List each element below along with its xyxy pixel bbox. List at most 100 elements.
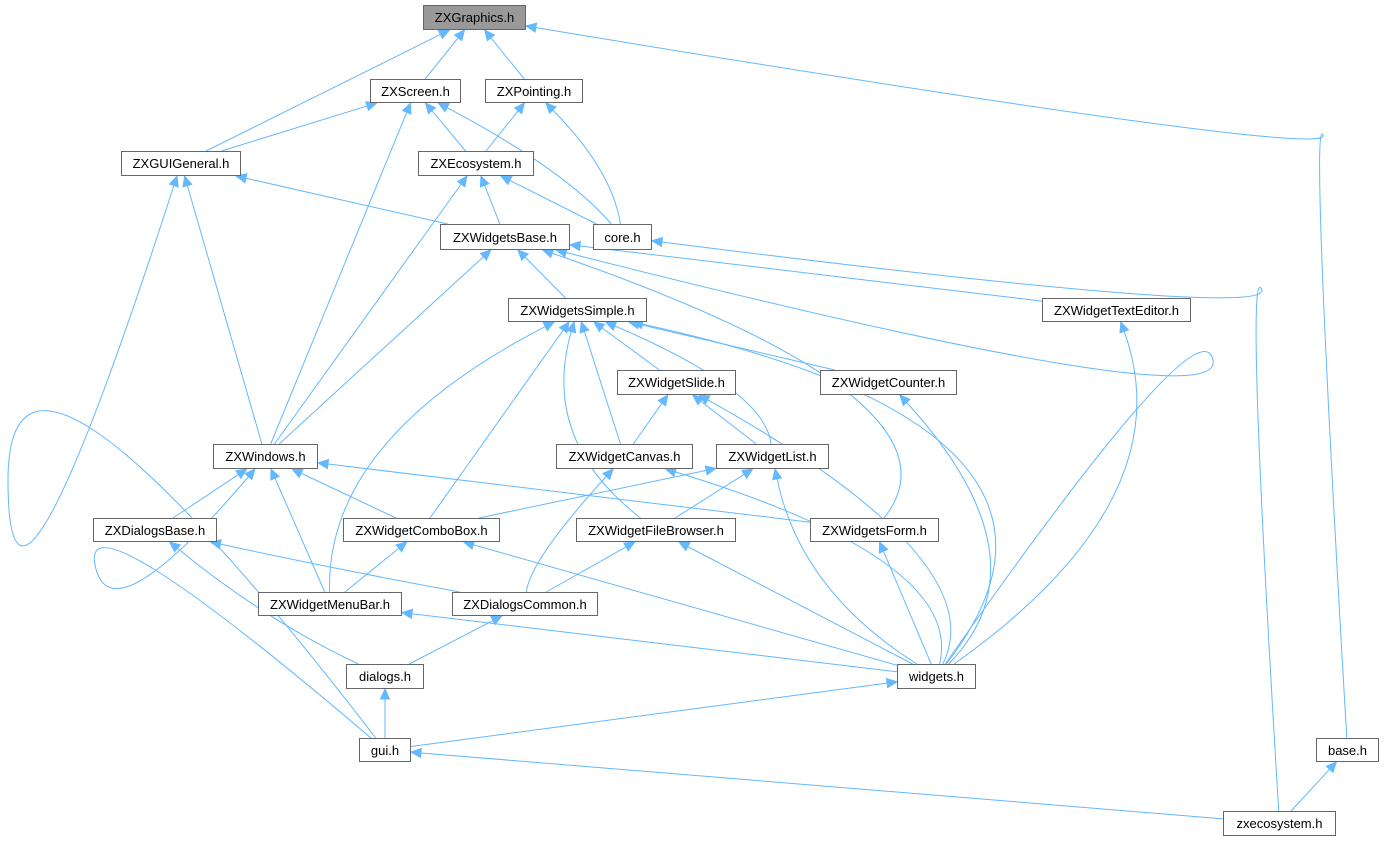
arrowhead-icon: [541, 248, 555, 259]
edge-widgets-to-zxwidgetfilebrowser: [687, 546, 913, 665]
edge-zxdialogsbase-to-zxwindows: [172, 474, 239, 519]
edge-zxwidgetsform-to-zxwindows: [327, 463, 811, 523]
arrowhead-icon: [395, 541, 408, 553]
node-zxwidgetlist[interactable]: ZXWidgetList.h: [716, 444, 829, 469]
node-zxwidgetcombobox[interactable]: ZXWidgetComboBox.h: [343, 518, 500, 542]
arrowhead-icon: [513, 102, 526, 115]
edge-gui-to-widgets: [410, 682, 888, 748]
arrowhead-icon: [697, 394, 711, 405]
arrowhead-icon: [677, 541, 691, 552]
edge-core-to-zxscreen: [446, 107, 612, 225]
edge-zxwidgetfilebrowser-to-zxwidgetlist: [674, 473, 745, 519]
edge-widgets-to-zxwidgettexteditor: [953, 331, 1138, 665]
edge-zxwidgetsbase-to-zxguigeneral: [245, 177, 448, 225]
edge-zxecosystem-to-base: [1290, 769, 1330, 812]
edge-zxwidgetlist-to-zxwidgetslide: [700, 400, 757, 445]
arrowhead-icon: [899, 394, 911, 407]
arrowhead-icon: [453, 29, 466, 42]
edge-widgets-to-zxwidgetcounter: [906, 402, 992, 665]
arrowhead-icon: [1325, 761, 1338, 774]
edge-widgets-to-zxwidgetslide: [707, 399, 952, 665]
edge-widgets-to-zxwidgetssimple: [642, 323, 997, 665]
edge-zxdialogscommon-to-zxwidgetfilebrowser: [545, 546, 627, 593]
arrowhead-icon: [244, 468, 256, 481]
arrowhead-icon: [400, 608, 414, 620]
arrowhead-icon: [270, 467, 281, 481]
arrowhead-icon: [1119, 320, 1130, 334]
arrowhead-icon: [456, 175, 468, 188]
edge-zxecosystem-to-gui: [420, 752, 1224, 820]
edge-zxpointing-to-zxgraphics: [490, 37, 525, 80]
arrowhead-icon: [290, 468, 304, 479]
node-zxecosystem[interactable]: ZXEcosystem.h: [418, 151, 534, 176]
arrowhead-icon: [479, 249, 492, 261]
node-zxwidgetcanvas[interactable]: ZXWidgetCanvas.h: [556, 444, 693, 469]
node-zxguigeneral[interactable]: ZXGUIGeneral.h: [121, 151, 241, 176]
edge-zxecosystem-to-core: [661, 241, 1280, 812]
arrowhead-icon: [878, 540, 889, 554]
edge-zxwidgetcombobox-to-zxwidgetssimple: [429, 329, 564, 519]
node-zxdialogscommon[interactable]: ZXDialogsCommon.h: [452, 592, 598, 616]
edge-zxguigeneral-to-zxgraphics: [205, 34, 441, 152]
arrowhead-icon: [409, 747, 422, 759]
node-zxscreen[interactable]: ZXScreen.h: [370, 79, 461, 103]
arrowhead-icon: [566, 320, 577, 334]
edge-widgets-to-zxwidgetcombobox: [473, 544, 898, 666]
edge-zxwidgetmenubar-to-zxwidgetssimple: [329, 326, 546, 593]
node-zxecosystem[interactable]: zxecosystem.h: [1223, 811, 1336, 836]
node-zxwindows[interactable]: ZXWindows.h: [213, 444, 318, 469]
edge-gui-to-zxwindows: [93, 476, 372, 739]
edge-zxwidgetfilebrowser-to-zxwidgetssimple: [563, 331, 641, 519]
edge-zxwidgetcounter-to-zxwidgetssimple: [638, 323, 835, 371]
arrowhead-icon: [650, 236, 664, 248]
edge-core-to-zxecosystem: [509, 180, 597, 225]
edge-zxwidgettexteditor-to-zxwidgetsbase: [579, 245, 1043, 302]
edge-zxwindows-to-zxwidgetsbase: [278, 256, 484, 445]
edge-zxwidgetcanvas-to-zxwidgetssimple: [583, 331, 621, 445]
arrowhead-icon: [772, 467, 783, 481]
edge-zxwidgetcombobox-to-zxwidgetlist: [478, 469, 707, 519]
arrowhead-icon: [182, 174, 193, 188]
arrowhead-icon: [490, 615, 503, 626]
edge-zxwidgetslide-to-zxwidgetssimple: [601, 327, 660, 371]
node-core[interactable]: core.h: [593, 224, 652, 250]
node-zxwidgetsbase[interactable]: ZXWidgetsBase.h: [440, 224, 570, 250]
edge-zxwidgetcanvas-to-zxwidgetslide: [632, 402, 663, 445]
arrowhead-icon: [479, 174, 490, 188]
node-base[interactable]: base.h: [1316, 738, 1379, 762]
node-zxwidgetmenubar[interactable]: ZXWidgetMenuBar.h: [258, 592, 402, 616]
edge-zxguigeneral-to-zxscreen: [221, 105, 368, 152]
arrowhead-icon: [424, 102, 437, 115]
node-zxwidgetsform[interactable]: ZXWidgetsForm.h: [810, 518, 939, 542]
edge-base-to-zxgraphics: [535, 27, 1348, 739]
arrowhead-icon: [592, 321, 606, 333]
edge-zxecosystem-to-zxpointing: [485, 110, 519, 152]
arrowhead-icon: [602, 468, 614, 481]
arrowhead-icon: [437, 29, 451, 40]
node-zxwidgetslide[interactable]: ZXWidgetSlide.h: [617, 370, 736, 395]
edge-zxscreen-to-zxgraphics: [424, 37, 459, 80]
edge-zxdialogscommon-to-zxdialogsbase: [220, 543, 460, 593]
node-zxwidgetfilebrowser[interactable]: ZXWidgetFileBrowser.h: [576, 518, 736, 542]
node-zxpointing[interactable]: ZXPointing.h: [485, 79, 583, 103]
node-zxwidgettexteditor[interactable]: ZXWidgetTextEditor.h: [1042, 298, 1191, 322]
node-zxdialogsbase[interactable]: ZXDialogsBase.h: [93, 518, 217, 542]
node-zxwidgetssimple[interactable]: ZXWidgetsSimple.h: [508, 298, 647, 322]
edge-zxwidgetssimple-to-zxwidgetsbase: [524, 256, 566, 299]
edge-widgets-to-zxwidgetcanvas: [675, 471, 942, 665]
arrowhead-icon: [568, 240, 582, 252]
node-gui[interactable]: gui.h: [359, 738, 411, 762]
arrowhead-icon: [579, 320, 590, 334]
edge-zxecosystem-to-zxscreen: [431, 110, 466, 152]
edge-zxwindows-to-zxscreen: [270, 112, 408, 445]
edge-gui-to-zxguigeneral: [7, 185, 377, 739]
arrowhead-icon: [168, 174, 179, 188]
arrowhead-icon: [379, 687, 391, 700]
node-dialogs[interactable]: dialogs.h: [346, 664, 424, 689]
edge-widgets-to-zxwidgetsform: [883, 551, 932, 665]
edge-zxwidgetmenubar-to-zxwindows: [274, 477, 326, 593]
node-widgets[interactable]: widgets.h: [897, 664, 976, 689]
node-zxwidgetcounter[interactable]: ZXWidgetCounter.h: [820, 370, 957, 395]
